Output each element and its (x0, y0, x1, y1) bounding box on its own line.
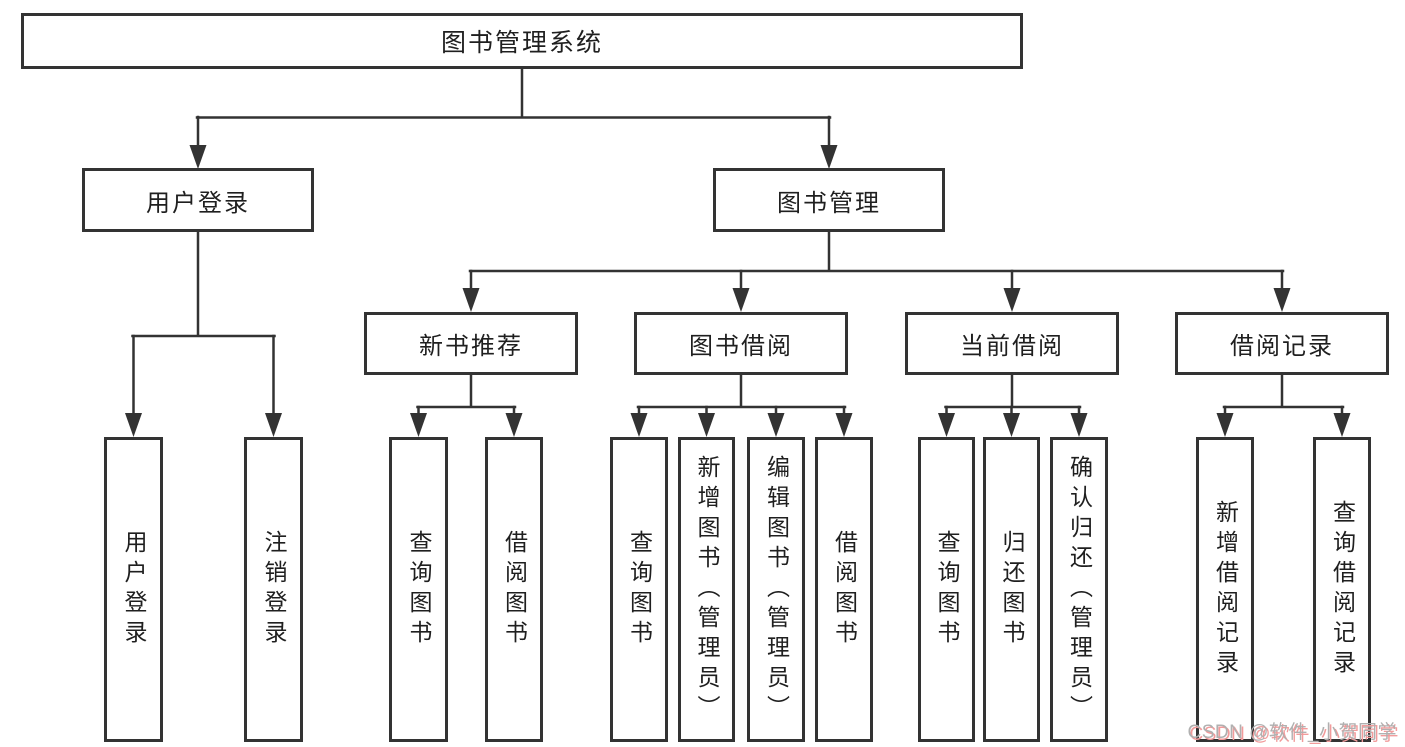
node-new-book-recommend-label: 新书推荐 (419, 333, 523, 360)
node-user-login-label: 用户登录 (146, 189, 250, 217)
leaf-query-books-recommend: 查询图书 (389, 437, 448, 742)
node-book-management-label: 图书管理 (777, 189, 881, 217)
leaf-query-borrow-record-label: 查询借阅记录 (1329, 499, 1356, 680)
leaf-return-books-label: 归还图书 (999, 529, 1025, 650)
leaf-logout: 注销登录 (244, 437, 303, 742)
leaf-add-borrow-record-label: 新增借阅记录 (1212, 499, 1239, 680)
node-new-book-recommend: 新书推荐 (364, 312, 578, 375)
arrowhead-group (125, 145, 1351, 437)
node-borrow-records: 借阅记录 (1175, 312, 1389, 375)
leaf-user-login-label: 用户登录 (121, 529, 147, 650)
leaf-query-books-current: 查询图书 (918, 437, 975, 742)
leaf-confirm-return-admin: 确认归还（管理员） (1050, 437, 1108, 742)
leaf-logout-label: 注销登录 (261, 529, 287, 650)
csdn-watermark: CSDN @软件_小贺同学 (1187, 722, 1397, 743)
leaf-borrow-books-recommend-label: 借阅图书 (501, 529, 528, 650)
node-book-borrow-label: 图书借阅 (689, 333, 793, 360)
leaf-user-login: 用户登录 (104, 437, 163, 742)
leaf-borrow-books-label: 借阅图书 (831, 529, 858, 650)
leaf-add-book-admin-label: 新增图书（管理员） (694, 454, 720, 725)
leaf-query-books-current-label: 查询图书 (934, 529, 960, 650)
leaf-query-books-borrow-label: 查询图书 (626, 529, 653, 650)
leaf-add-borrow-record: 新增借阅记录 (1196, 437, 1254, 742)
node-root-system: 图书管理系统 (21, 13, 1023, 69)
leaf-query-borrow-record: 查询借阅记录 (1313, 437, 1371, 742)
leaf-borrow-books-recommend: 借阅图书 (485, 437, 543, 742)
leaf-query-books-borrow: 查询图书 (610, 437, 668, 742)
leaf-edit-book-admin-label: 编辑图书（管理员） (763, 454, 790, 725)
node-book-borrow: 图书借阅 (634, 312, 848, 375)
leaf-confirm-return-admin-label: 确认归还（管理员） (1066, 454, 1093, 725)
node-current-borrow-label: 当前借阅 (960, 333, 1064, 360)
leaf-query-books-recommend-label: 查询图书 (406, 529, 432, 650)
node-book-management: 图书管理 (713, 168, 945, 232)
leaf-borrow-books: 借阅图书 (815, 437, 873, 742)
node-user-login: 用户登录 (82, 168, 314, 232)
node-current-borrow: 当前借阅 (905, 312, 1119, 375)
leaf-return-books: 归还图书 (983, 437, 1040, 742)
leaf-add-book-admin: 新增图书（管理员） (678, 437, 735, 742)
node-root-label: 图书管理系统 (440, 29, 603, 57)
node-borrow-records-label: 借阅记录 (1230, 333, 1334, 360)
leaf-edit-book-admin: 编辑图书（管理员） (747, 437, 805, 742)
